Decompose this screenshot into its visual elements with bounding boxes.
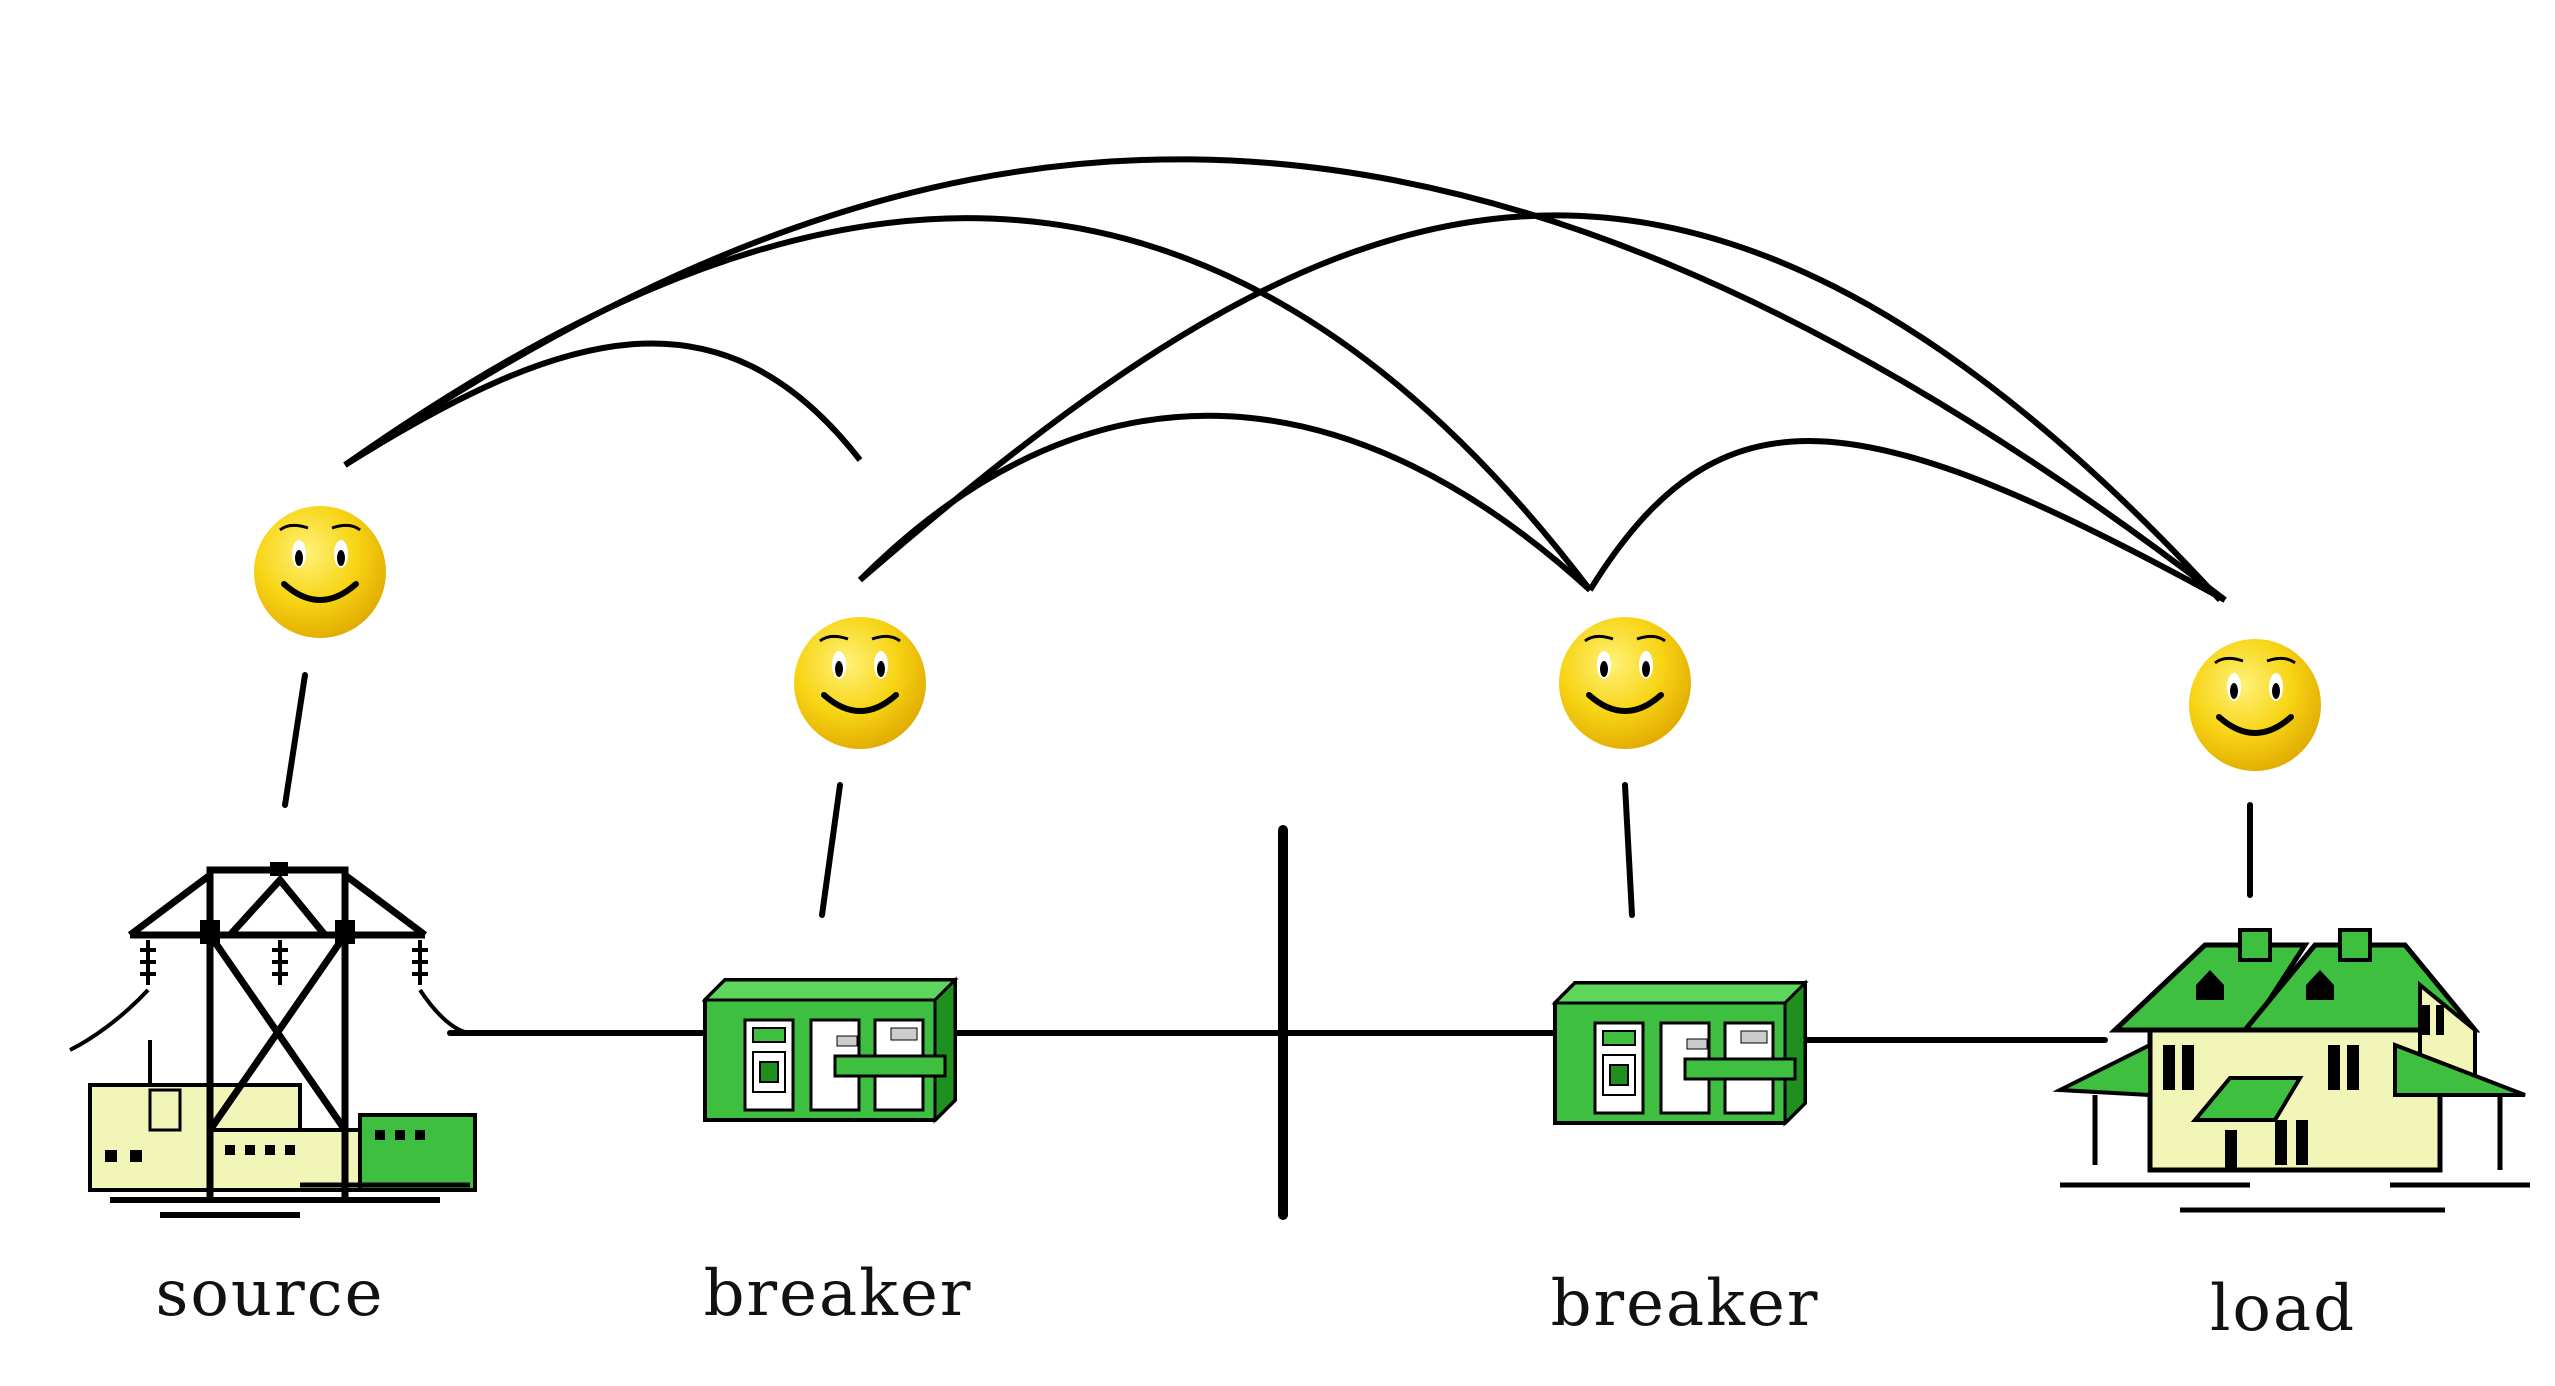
breaker-right-circuit-breaker-icon xyxy=(1553,981,1807,1125)
source-label: source xyxy=(156,1257,385,1331)
agent-breaker-right-smiley-face-icon xyxy=(1559,617,1691,749)
communication-links xyxy=(343,156,2227,603)
power-plant-icon xyxy=(69,862,477,1218)
load-label: load xyxy=(2210,1272,2356,1346)
agent-load-smiley-face-icon xyxy=(2189,639,2321,771)
agent-source-smiley-face-icon xyxy=(254,506,386,638)
breaker-right-label: breaker xyxy=(1551,1267,1820,1341)
breaker-left-circuit-breaker-icon xyxy=(703,978,957,1122)
house-icon xyxy=(2052,928,2530,1213)
agent-breaker-left-smiley-face-icon xyxy=(794,617,926,749)
feeder-line xyxy=(447,825,2108,1220)
agent-leads xyxy=(282,672,2253,918)
breaker-left-label: breaker xyxy=(704,1257,973,1331)
